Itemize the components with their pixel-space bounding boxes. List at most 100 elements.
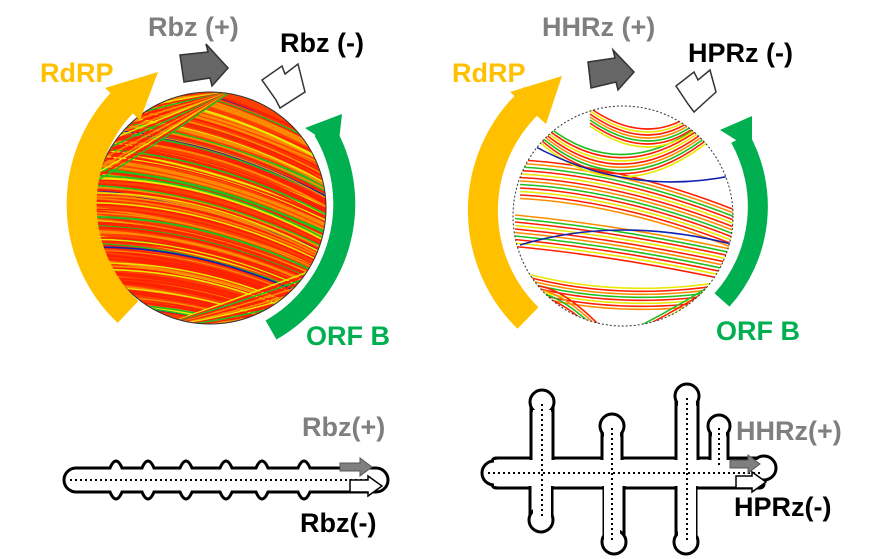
right-arc — [514, 231, 733, 269]
left-arc — [94, 92, 231, 179]
left-arc — [94, 201, 326, 273]
left-minus-label: Rbz (-) — [280, 28, 364, 58]
left-arc — [94, 197, 326, 268]
right-arc — [519, 162, 733, 215]
right-arc — [519, 194, 733, 246]
left-arc — [94, 182, 326, 256]
left-plus-label: Rbz (+) — [148, 12, 239, 42]
right-arc — [519, 190, 733, 243]
right-arc — [519, 229, 733, 246]
right-plus-label: HHRz (+) — [542, 12, 655, 42]
branched-minus-arrow — [735, 470, 768, 494]
left-arc — [94, 211, 326, 282]
right-arc — [514, 238, 733, 276]
right-minus-label: HPRz (-) — [688, 38, 793, 68]
right-arc — [539, 133, 711, 172]
left-arc — [94, 203, 326, 275]
branched-interior — [494, 402, 762, 542]
right-arc — [519, 166, 733, 218]
right-arc — [539, 130, 711, 169]
bottom-left-plus-label: Rbz(+) — [302, 412, 385, 442]
right-orfb-arrowhead — [720, 116, 752, 150]
left-arc — [94, 92, 231, 151]
right-arc — [519, 169, 733, 222]
right-arc — [519, 159, 733, 211]
right-arc — [514, 221, 733, 258]
right-arc — [539, 136, 711, 175]
right-arc — [514, 217, 733, 255]
right-arc — [519, 180, 733, 232]
left-rdrp-arrowhead — [105, 72, 158, 120]
right-arc — [539, 120, 711, 159]
left-rdrp-arc — [66, 83, 141, 323]
right-arc — [539, 117, 711, 156]
left-arc — [94, 192, 326, 264]
left-arc — [94, 92, 231, 167]
right-orfb-arc — [714, 133, 768, 307]
left-arc — [94, 92, 231, 163]
right-minus-arrow — [674, 68, 717, 114]
left-arc — [94, 184, 326, 257]
left-arc — [94, 169, 326, 244]
right-arc — [519, 187, 733, 239]
left-arc — [94, 174, 326, 248]
left-arc — [94, 92, 231, 143]
left-arc — [94, 92, 231, 171]
right-rdrp-arrowhead — [510, 76, 562, 124]
right-arc — [519, 176, 733, 229]
left-arc — [94, 92, 231, 175]
bottom-left-rod-structure — [62, 457, 390, 501]
left-rdrp-label: RdRP — [40, 58, 114, 88]
right-arc — [514, 228, 733, 265]
left-arc — [94, 158, 326, 233]
left-arc — [94, 92, 231, 159]
right-arc — [519, 183, 733, 236]
left-arc — [94, 208, 326, 279]
branched-base-pairs — [488, 398, 760, 540]
left-arc — [94, 155, 326, 230]
right-plus-arrow — [587, 47, 636, 92]
right-arc — [589, 125, 701, 148]
left-arc — [94, 157, 326, 232]
left-minus-arrow — [260, 62, 306, 110]
bottom-left-minus-label: Rbz(-) — [300, 508, 376, 538]
bottom-right-minus-label: HPRz(-) — [734, 492, 831, 522]
left-arc — [94, 216, 326, 286]
right-arc — [514, 245, 733, 283]
right-arc — [514, 214, 733, 251]
left-orfb-label: ORF B — [306, 321, 390, 351]
right-arc — [519, 173, 733, 225]
branched-plus-arrow — [729, 454, 761, 474]
right-circle-border — [512, 105, 734, 327]
left-arc — [94, 92, 231, 155]
right-orfb-label: ORF B — [716, 316, 800, 346]
left-plus-arrow — [179, 43, 230, 88]
bottom-right-branched-structure — [480, 382, 778, 556]
right-rdrp-arc — [467, 86, 545, 329]
rod-minus-arrow — [349, 474, 384, 498]
left-orfb-arc — [265, 124, 356, 340]
left-arc — [94, 145, 326, 222]
right-arc — [514, 242, 733, 279]
left-arc — [94, 195, 326, 267]
right-arc — [519, 271, 733, 290]
right-circle-plot — [512, 105, 734, 327]
right-arc — [589, 122, 701, 145]
right-arc — [539, 123, 711, 162]
left-orfb-arrowhead — [305, 114, 342, 150]
right-rdrp-label: RdRP — [452, 58, 526, 88]
rod-plus-arrow — [339, 457, 373, 477]
left-arc — [94, 179, 326, 252]
right-arc — [514, 134, 733, 183]
left-arc — [94, 144, 326, 220]
left-arc — [94, 92, 231, 147]
left-arc — [94, 92, 231, 191]
left-arc — [94, 189, 326, 261]
left-arc — [94, 185, 326, 258]
bottom-right-plus-label: HHRz(+) — [736, 416, 842, 446]
right-arc — [539, 126, 711, 165]
left-arc — [94, 177, 326, 251]
right-arc — [514, 224, 733, 262]
